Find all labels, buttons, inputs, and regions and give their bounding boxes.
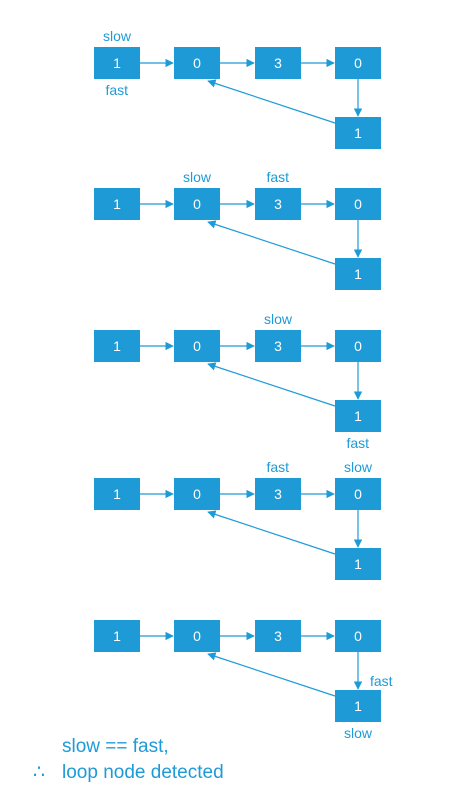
pointer-label-fast: fast bbox=[346, 435, 370, 451]
pointer-label-fast: fast bbox=[266, 459, 290, 475]
list-node: 1 bbox=[335, 690, 381, 722]
list-node: 1 bbox=[94, 188, 140, 220]
conclusion-line-1: slow == fast, bbox=[62, 736, 169, 757]
pointer-label-fast: fast bbox=[105, 82, 129, 98]
therefore-symbol: ∴ bbox=[33, 762, 46, 783]
list-node: 3 bbox=[255, 620, 301, 652]
pointer-label-fast: fast bbox=[266, 169, 290, 185]
cycle-arrow bbox=[207, 362, 336, 407]
cycle-arrow bbox=[207, 510, 336, 555]
conclusion-line-2: loop node detected bbox=[62, 762, 224, 783]
list-node: 1 bbox=[94, 47, 140, 79]
pointer-label-slow: slow bbox=[103, 28, 132, 44]
list-node: 0 bbox=[335, 478, 381, 510]
list-node: 1 bbox=[335, 117, 381, 149]
cycle-arrow bbox=[207, 79, 336, 124]
list-node: 1 bbox=[94, 478, 140, 510]
list-node: 1 bbox=[335, 548, 381, 580]
list-node: 0 bbox=[174, 330, 220, 362]
cycle-arrow bbox=[207, 220, 336, 265]
list-node: 0 bbox=[335, 47, 381, 79]
pointer-label-slow: slow bbox=[344, 725, 373, 741]
list-node: 0 bbox=[335, 330, 381, 362]
cycle-arrow bbox=[207, 652, 336, 697]
pointer-label-slow: slow bbox=[264, 311, 293, 327]
list-node: 1 bbox=[335, 400, 381, 432]
list-node: 3 bbox=[255, 478, 301, 510]
list-node: 3 bbox=[255, 188, 301, 220]
list-node: 0 bbox=[174, 478, 220, 510]
pointer-label-slow: slow bbox=[183, 169, 212, 185]
list-node: 0 bbox=[174, 188, 220, 220]
list-node: 1 bbox=[94, 620, 140, 652]
pointer-label-fast: fast bbox=[370, 673, 393, 689]
list-node: 3 bbox=[255, 47, 301, 79]
list-node: 0 bbox=[335, 620, 381, 652]
list-node: 0 bbox=[174, 620, 220, 652]
list-node: 0 bbox=[335, 188, 381, 220]
list-node: 0 bbox=[174, 47, 220, 79]
list-node: 1 bbox=[94, 330, 140, 362]
list-node: 1 bbox=[335, 258, 381, 290]
pointer-label-slow: slow bbox=[344, 459, 373, 475]
list-node: 3 bbox=[255, 330, 301, 362]
